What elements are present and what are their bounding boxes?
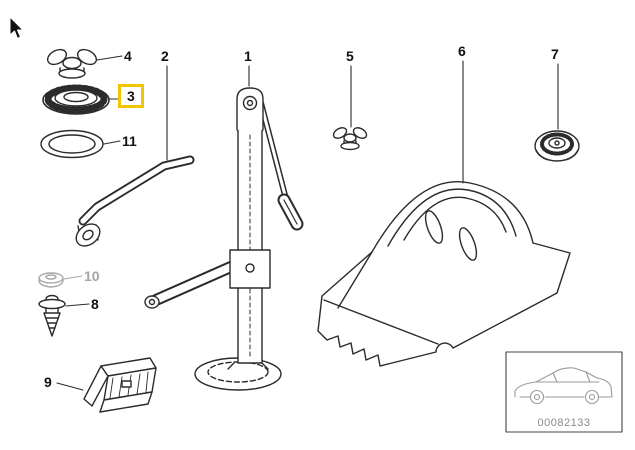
part-label-2[interactable]: 2 [161, 48, 169, 64]
part-3-cap [42, 84, 110, 115]
part-11-ring [40, 129, 104, 159]
part-label-8[interactable]: 8 [91, 296, 99, 312]
part-label-11[interactable]: 11 [122, 133, 137, 149]
part-label-4[interactable]: 4 [124, 48, 132, 64]
part-2-lug-wrench [75, 155, 195, 247]
part-9-clip [83, 357, 157, 413]
part-label-6[interactable]: 6 [458, 43, 466, 59]
mouse-cursor-icon [9, 16, 24, 39]
part-label-7[interactable]: 7 [551, 46, 559, 62]
part-6-chock [317, 181, 571, 367]
leader-lines [56, 55, 559, 391]
part-5-wing-nut [332, 127, 368, 151]
part-1-jack [144, 87, 304, 391]
part-label-5[interactable]: 5 [346, 48, 354, 64]
car-inset [505, 351, 623, 433]
part-label-3-highlighted[interactable]: 3 [118, 84, 144, 108]
part-label-1[interactable]: 1 [244, 48, 252, 64]
part-label-9[interactable]: 9 [44, 374, 52, 390]
diagram-code: 00082133 [537, 417, 591, 429]
part-7-plug [534, 130, 580, 162]
inset-frame [505, 351, 623, 433]
part-4-wing-nut [46, 48, 98, 79]
part-10-washer [38, 272, 64, 288]
car-silhouette [514, 367, 613, 405]
part-8-rivet [38, 294, 66, 337]
part-label-10[interactable]: 10 [84, 268, 100, 284]
